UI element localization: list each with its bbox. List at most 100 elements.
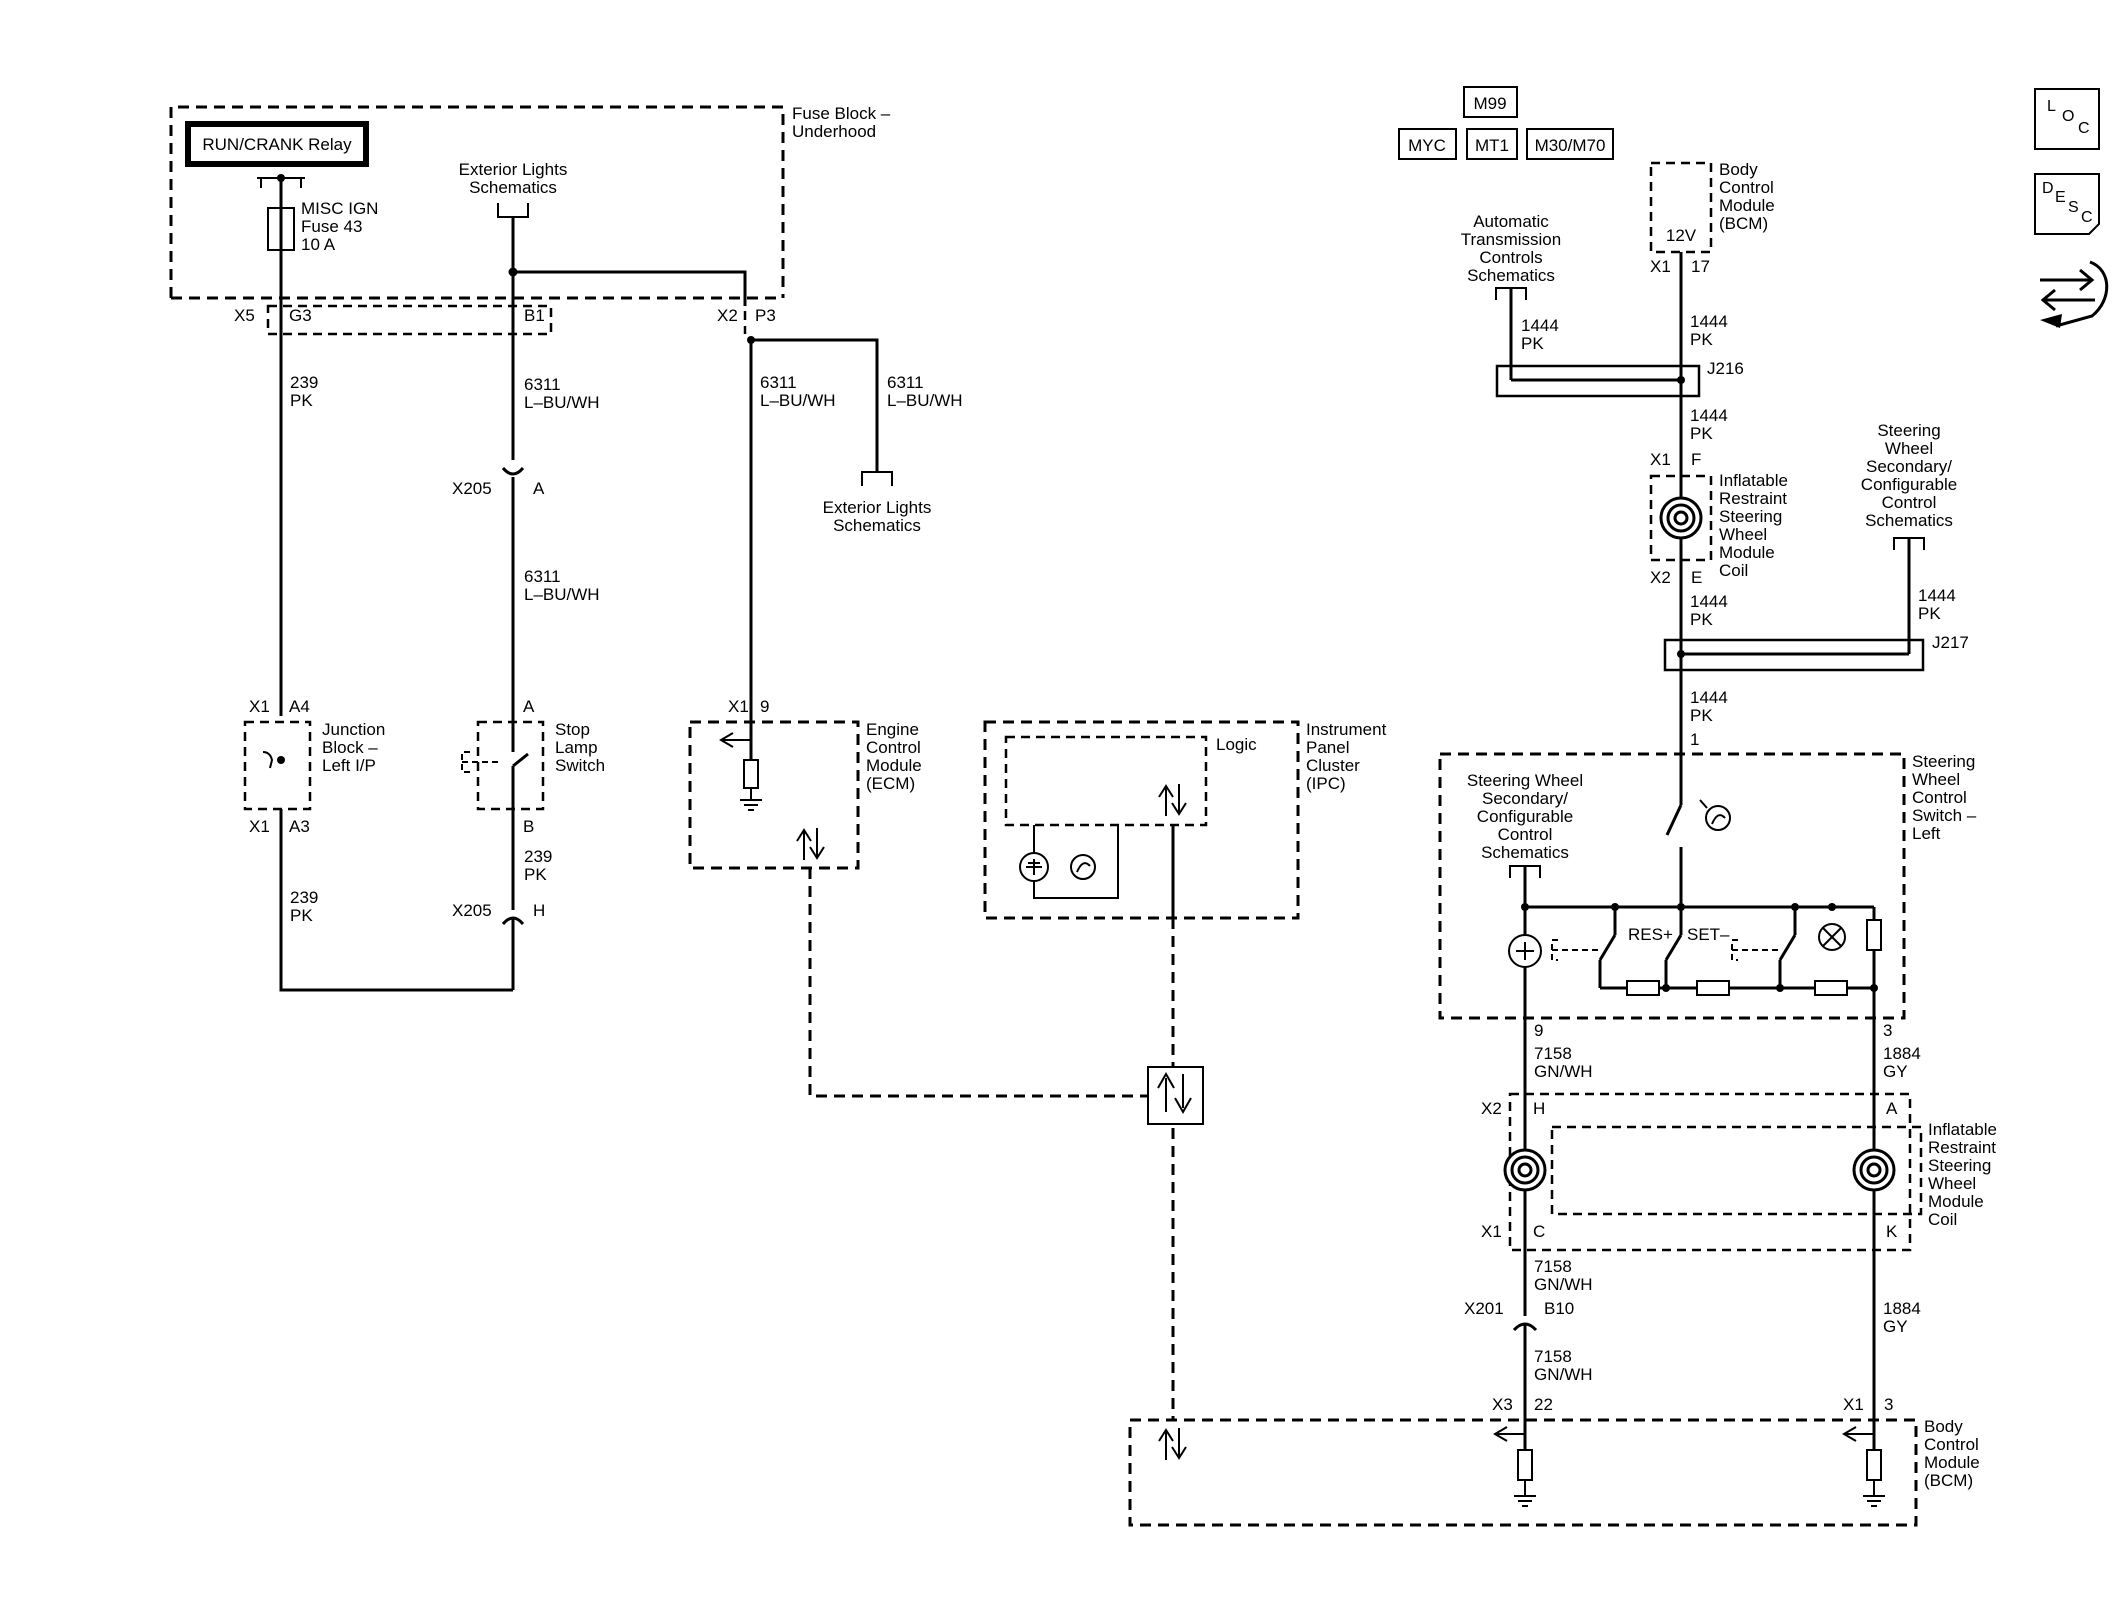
svg-text:Secondary/: Secondary/: [1866, 457, 1952, 476]
set-switch[interactable]: [1664, 907, 1683, 961]
svg-text:Schematics: Schematics: [1481, 843, 1569, 862]
svg-text:Instrument: Instrument: [1306, 720, 1387, 739]
svg-text:C: C: [2081, 209, 2093, 226]
svg-text:Module: Module: [1719, 543, 1775, 562]
wire-label: L–BU/WH: [524, 585, 600, 604]
svg-text:A: A: [1886, 1099, 1898, 1118]
svg-text:(ECM): (ECM): [866, 774, 915, 793]
svg-text:MYC: MYC: [1408, 136, 1446, 155]
svg-text:X1: X1: [1481, 1222, 1502, 1241]
wire-label: GN/WH: [1534, 1365, 1593, 1384]
res-label: RES+: [1628, 925, 1673, 944]
wire-label: PK: [290, 391, 313, 410]
svg-text:M30/M70: M30/M70: [1535, 136, 1606, 155]
wire-6311-branch: [751, 338, 879, 472]
stop-lamp-switch[interactable]: A B Stop Lamp Switch: [461, 697, 605, 836]
cancel-switch[interactable]: [1778, 907, 1797, 961]
cruise-indicator-icon: [1070, 854, 1096, 880]
svg-text:Restraint: Restraint: [1719, 489, 1787, 508]
svg-text:Lamp: Lamp: [555, 738, 598, 757]
svg-text:X1: X1: [1650, 450, 1671, 469]
svg-text:Schematics: Schematics: [1467, 266, 1555, 285]
junction-block-left-ip: X1 A4 X1 A3 Junction Block – Left I/P: [243, 697, 385, 836]
serial-data-line-ecm: [808, 868, 1148, 1098]
svg-text:3: 3: [1883, 1021, 1892, 1040]
serial-data-gateway: [1147, 1066, 1204, 1125]
svg-text:A4: A4: [289, 697, 310, 716]
wire-label: PK: [290, 906, 313, 925]
wire-label: 1444: [1690, 592, 1728, 611]
wrench-arrows-icon[interactable]: [2040, 260, 2109, 328]
svg-text:B10: B10: [1544, 1299, 1574, 1318]
wire-label: L–BU/WH: [524, 393, 600, 412]
svg-text:Controls: Controls: [1479, 248, 1542, 267]
body-control-module-bottom: X3 22 X1 3 Body Control Module (BCM): [1128, 1395, 1980, 1527]
res-switch[interactable]: [1598, 907, 1617, 961]
svg-text:Underhood: Underhood: [792, 122, 876, 141]
svg-text:Configurable: Configurable: [1477, 807, 1573, 826]
svg-text:Wheel: Wheel: [1885, 439, 1933, 458]
desc-icon[interactable]: D E S C: [2034, 173, 2100, 235]
svg-text:Body: Body: [1719, 160, 1758, 179]
svg-text:10 A: 10 A: [301, 235, 336, 254]
steering-wheel-control-switch-left: Steering Wheel Control Switch – Left 1 S…: [1438, 730, 1977, 1040]
loc-icon[interactable]: L O C: [2034, 88, 2100, 150]
svg-text:Module: Module: [866, 756, 922, 775]
wire-label: 239: [290, 373, 318, 392]
inline-connector-x201: X201 B10: [1464, 1299, 1574, 1332]
inline-connector-x205-h: X205 H: [452, 901, 545, 926]
wire-label: 1444: [1690, 406, 1728, 425]
inline-connector-x205-a: X205 A: [452, 466, 545, 498]
svg-text:D: D: [2042, 180, 2054, 197]
svg-text:A3: A3: [289, 817, 310, 836]
run-crank-relay: RUN/CRANK Relay: [185, 121, 369, 167]
svg-text:22: 22: [1534, 1395, 1553, 1414]
svg-text:X1: X1: [1843, 1395, 1864, 1414]
pin-label: G3: [289, 306, 312, 325]
svg-text:X205: X205: [452, 901, 492, 920]
set-label: SET–: [1687, 925, 1730, 944]
svg-text:Control: Control: [1498, 825, 1553, 844]
svg-text:Exterior Lights: Exterior Lights: [459, 160, 568, 179]
svg-text:A: A: [533, 479, 545, 498]
svg-text:Steering Wheel: Steering Wheel: [1467, 771, 1583, 790]
svg-text:L: L: [2047, 98, 2056, 115]
connector-label: X2: [717, 306, 738, 325]
exterior-lights-schematics-ref-right: Exterior Lights Schematics: [823, 471, 931, 535]
svg-text:Control: Control: [1912, 788, 1967, 807]
option-mt1: MT1: [1466, 128, 1518, 160]
svg-text:Body: Body: [1924, 1417, 1963, 1436]
svg-text:C: C: [1533, 1222, 1545, 1241]
wire-label: 7158: [1534, 1347, 1572, 1366]
steering-wheel-module-coil-top: X1 F X2 E Inflatable Restraint Steering …: [1649, 450, 1788, 587]
wire-label: PK: [1690, 706, 1713, 725]
svg-text:F: F: [1691, 450, 1701, 469]
svg-text:Block –: Block –: [322, 738, 378, 757]
svg-text:X2: X2: [1650, 568, 1671, 587]
svg-text:3: 3: [1884, 1395, 1893, 1414]
option-m30-m70: M30/M70: [1526, 128, 1614, 160]
svg-text:J217: J217: [1932, 633, 1969, 652]
svg-text:Configurable: Configurable: [1861, 475, 1957, 494]
svg-text:Control: Control: [1719, 178, 1774, 197]
svg-text:MISC IGN: MISC IGN: [301, 199, 378, 218]
svg-text:Automatic: Automatic: [1473, 212, 1549, 231]
svg-text:O: O: [2062, 108, 2074, 125]
engine-control-module: X1 9 Engine Control Module (ECM): [688, 697, 922, 870]
svg-text:C: C: [2078, 120, 2090, 137]
option-m99: M99: [1463, 86, 1518, 118]
svg-text:X1: X1: [728, 697, 749, 716]
svg-text:Module: Module: [1928, 1192, 1984, 1211]
svg-text:Junction: Junction: [322, 720, 385, 739]
svg-text:Left I/P: Left I/P: [322, 756, 376, 775]
steering-wheel-module-coil-bottom: X2 H A X1 C K Inflatable Restraint Steer…: [1481, 1092, 1997, 1252]
svg-text:X1: X1: [249, 817, 270, 836]
svg-text:PK: PK: [1521, 334, 1544, 353]
wire-label: PK: [1690, 610, 1713, 629]
svg-text:X3: X3: [1492, 1395, 1513, 1414]
svg-text:Steering: Steering: [1719, 507, 1782, 526]
svg-text:X1: X1: [249, 697, 270, 716]
svg-text:Wheel: Wheel: [1912, 770, 1960, 789]
automatic-transmission-controls-ref: Automatic Transmission Controls Schemati…: [1461, 212, 1561, 380]
